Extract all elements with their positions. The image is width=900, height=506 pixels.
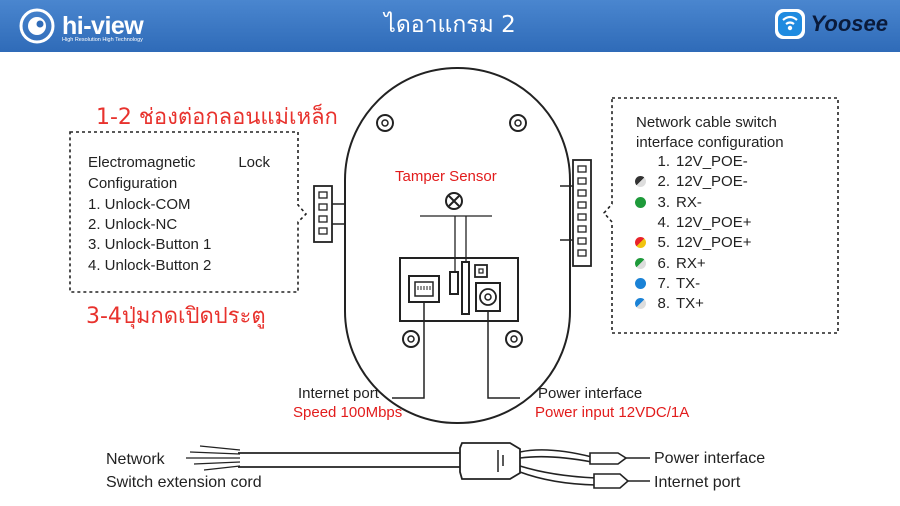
network-pin-number: 1. [657,153,670,170]
network-pin-label: TX- [676,274,701,292]
page-title: ไดอาแกรม 2 [384,12,516,38]
network-pin-label: 12V_POE+ [676,234,752,252]
brand-tagline: High Resolution High Technology [62,37,143,43]
wire-color-icon [635,298,646,310]
tamper-sensor-label: Tamper Sensor [395,168,497,185]
network-pin-row: 7. TX- [635,275,700,292]
yoosee-app-icon [774,9,805,39]
network-pin-number: 6. [657,254,670,272]
network-pin-label: TX+ [676,295,704,313]
lock-config-title-line1: Electromagnetic Lock [88,154,270,171]
wire-color-icon [635,277,646,289]
network-pin-row: 4. 12V_POE+ [635,214,751,231]
network-pin-row: 5. 12V_POE+ [635,234,751,251]
cable-power-interface-label: Power interface [654,450,766,467]
wire-color-icon [635,257,646,269]
power-interface-label: Power interface [538,385,643,402]
wire-color-icon [635,196,646,208]
indicator-square [474,264,488,278]
network-pin-number: 2. [657,173,670,191]
lock-config-callout [69,131,308,293]
lock-config-title-word2: Lock [238,154,270,171]
network-pin-label: 12V_POE- [676,153,748,170]
network-pin-label: RX- [676,193,702,211]
brand-name: hi-view [62,12,144,40]
network-pin-number: 3. [657,193,670,211]
network-pin-row: 3. RX- [635,194,702,211]
lock-terminal-label-th: 1-2 ช่องต่อกลอนแม่เหล็ก [96,105,338,130]
network-config-title-line2: interface configuration [636,134,784,151]
screw-hole-icon [376,114,527,348]
tamper-switch [449,271,459,295]
hi-view-mark-icon [19,8,55,44]
network-pin-row: 2. 12V_POE- [635,173,748,190]
lock-config-item: 2. Unlock-NC [88,216,178,233]
lock-config-item: 1. Unlock-COM [88,196,191,213]
network-terminal-block [560,159,592,267]
network-config-callout [602,97,839,334]
network-pin-label: 12V_POE+ [676,213,752,231]
network-pin-row: 6. RX+ [635,255,706,272]
lock-config-title-word1: Electromagnetic [88,154,196,171]
tamper-screw-icon [445,192,463,210]
wire-color-icon [635,176,646,188]
cable-internet-port-label: Internet port [654,474,741,491]
internet-port-label: Internet port [298,385,379,402]
network-pin-row: 1. 12V_POE- [635,153,748,170]
lock-config-item: 4. Unlock-Button 2 [88,257,212,274]
device-housing [344,67,571,424]
lock-config-item: 3. Unlock-Button 1 [88,236,212,253]
power-input-label: Power input 12VDC/1A [535,404,690,421]
network-pin-number: 7. [657,274,670,292]
hi-view-logo: hi-view High Resolution High Technology [14,8,144,44]
network-pin-label: RX+ [676,254,706,272]
extension-cord-drawing [186,442,650,489]
header-bar: hi-view High Resolution High Technology … [0,0,900,52]
network-config-title-line1: Network cable switch [636,114,777,131]
internet-speed-label: Speed 100Mbps [293,404,403,421]
partner-brand-name: Yoosee [810,11,888,36]
lock-terminal-block [313,185,345,243]
network-pin-label: 12V_POE- [676,173,748,191]
exit-button-label-th: 3-4ปุ่มกดเปิดประตู [86,304,266,329]
network-pin-number: 5. [657,234,670,252]
network-pin-number: 8. [657,295,670,313]
yoosee-logo: Yoosee [774,9,888,39]
wire-color-icon [635,237,646,249]
network-pin-row: 8. TX+ [635,295,704,312]
network-pin-number: 4. [657,213,670,231]
cable-label-line1: Network [106,451,165,468]
cable-label-line2: Switch extension cord [106,474,262,491]
lock-config-title-line2: Configuration [88,175,178,192]
